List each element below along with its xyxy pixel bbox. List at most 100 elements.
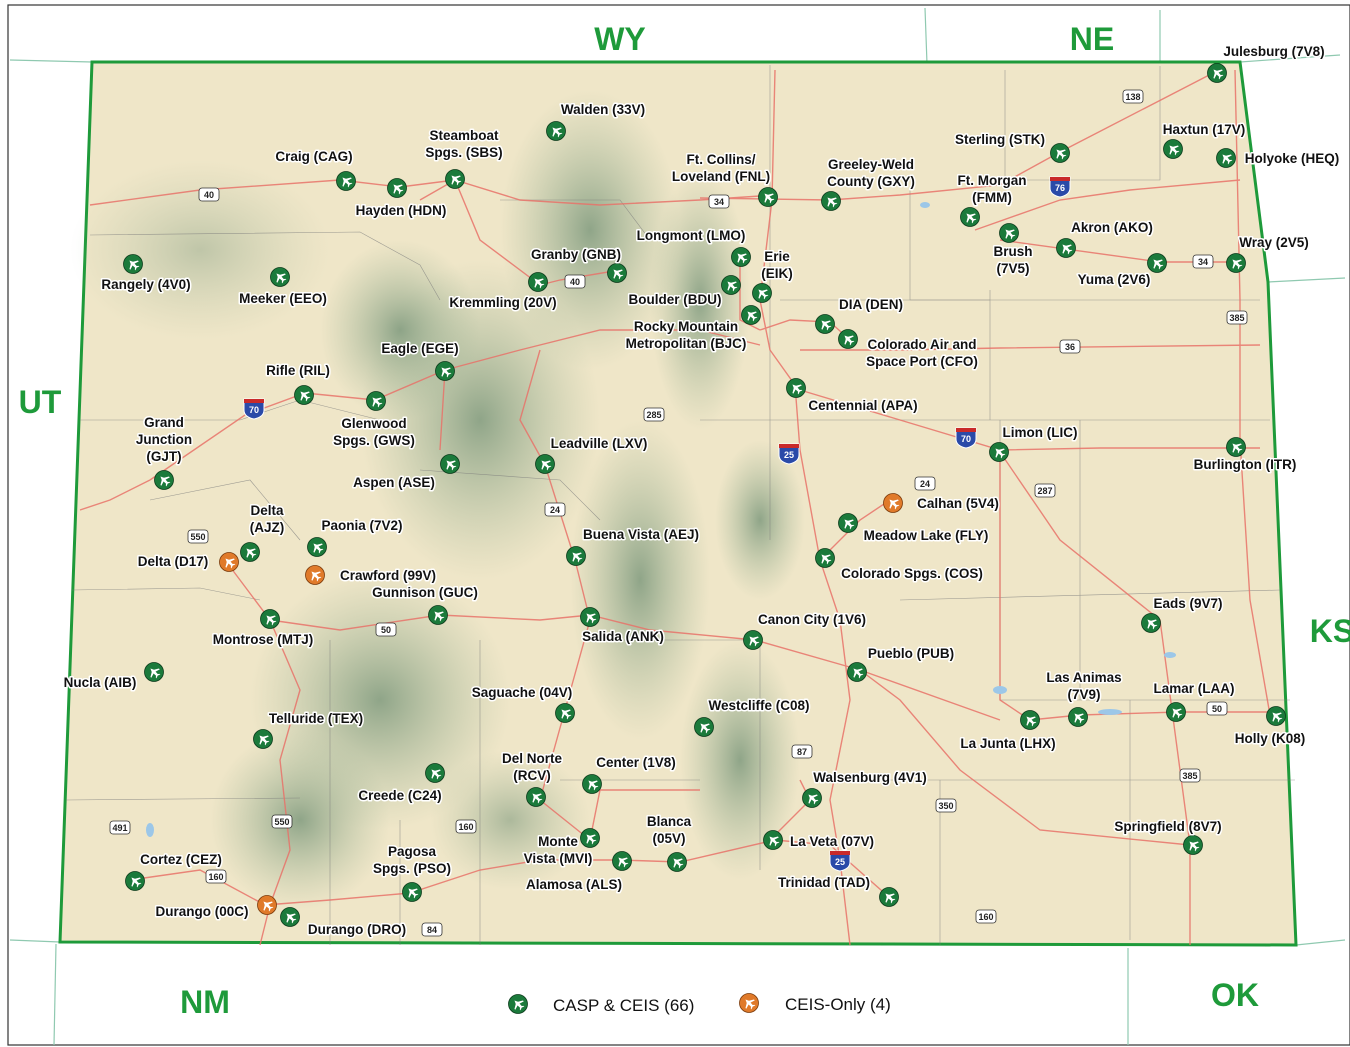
svg-text:70: 70 [961, 434, 971, 444]
airport-marker-creede-c24 [425, 763, 445, 783]
svg-text:24: 24 [920, 479, 930, 489]
airport-label-kremmling-20v: Kremmling (20V) [449, 295, 556, 310]
airport-marker-hayden-hdn [387, 178, 407, 198]
airport-label-sterling-stk: Sterling (STK) [955, 132, 1045, 147]
legend-ceis-label: CEIS-Only (4) [785, 995, 891, 1014]
airport-marker-wray-2v5 [1226, 253, 1246, 273]
us-route-shield-160: 160 [975, 909, 997, 924]
airport-marker-rangely-4v0 [123, 254, 143, 274]
airport-marker-calhan-5v4 [883, 493, 903, 513]
airport-marker-eagle-ege [435, 361, 455, 381]
airport-marker-montrose-mtj [260, 609, 280, 629]
airport-marker-burlington-itr [1226, 437, 1246, 457]
airport-marker-rifle-ril [294, 385, 314, 405]
svg-text:138: 138 [1125, 92, 1140, 102]
airport-label-leadville-lxv: Leadville (LXV) [551, 436, 648, 451]
airport-label-calhan-5v4: Calhan (5V4) [917, 496, 999, 511]
airport-label-westcliffe-c08: Westcliffe (C08) [708, 698, 809, 713]
airport-marker-la-veta-07v [763, 830, 783, 850]
us-route-shield-491: 491 [109, 820, 131, 835]
terrain-relief [70, 90, 805, 910]
airport-label-del-norte-rcv: Del Norte(RCV) [502, 751, 563, 783]
airport-marker-saguache-04v [555, 703, 575, 723]
airport-markers [123, 63, 1286, 927]
airport-label-walsenburg-4v1: Walsenburg (4V1) [813, 770, 927, 785]
airport-label-ft-morgan-fmm: Ft. Morgan(FMM) [958, 173, 1027, 205]
us-route-shield-350: 350 [935, 798, 957, 813]
airport-label-rangely-4v0: Rangely (4V0) [101, 277, 190, 292]
airport-marker-erie-eik [752, 283, 772, 303]
airport-marker-longmont-lmo [731, 247, 751, 267]
airport-label-erie-eik: Erie(EIK) [761, 249, 793, 281]
airport-label-eagle-ege: Eagle (EGE) [381, 341, 458, 356]
airport-label-pueblo-pub: Pueblo (PUB) [868, 646, 954, 661]
airport-label-saguache-04v: Saguache (04V) [472, 685, 573, 700]
airport-marker-buena-vista-aej [566, 546, 586, 566]
airport-marker-meeker-eeo [270, 267, 290, 287]
airport-label-gunnison-guc: Gunnison (GUC) [372, 585, 478, 600]
us-route-shield-40: 40 [198, 187, 220, 202]
airport-label-eads-9v7: Eads (9V7) [1153, 596, 1222, 611]
airport-label-meeker-eeo: Meeker (EEO) [239, 291, 327, 306]
airport-marker-blanca-05v [667, 852, 687, 872]
airport-label-rifle-ril: Rifle (RIL) [266, 363, 330, 378]
airport-label-telluride-tex: Telluride (TEX) [269, 711, 363, 726]
airport-label-holly-k08: Holly (K08) [1235, 731, 1306, 746]
neighbor-state-borders [9, 7, 1346, 1046]
airport-marker-grand-junction-gjt [154, 470, 174, 490]
airport-marker-walsenburg-4v1 [802, 788, 822, 808]
airport-marker-del-norte-rcv [526, 787, 546, 807]
svg-text:491: 491 [112, 823, 127, 833]
svg-text:160: 160 [208, 872, 223, 882]
airport-marker-pagosa-spgs-pso [402, 882, 422, 902]
airport-marker-boulder-bdu [721, 275, 741, 295]
airport-label-aspen-ase: Aspen (ASE) [353, 475, 435, 490]
us-route-shield-84: 84 [421, 922, 443, 937]
us-route-shield-34: 34 [708, 194, 730, 209]
lakes [146, 202, 1176, 837]
interstate-shield-76: 76 [1049, 176, 1071, 198]
airport-marker-springfield-8v7 [1183, 835, 1203, 855]
airport-marker-ft-morgan-fmm [960, 207, 980, 227]
us-route-shield-50: 50 [1206, 701, 1228, 716]
airport-label-centennial-apa: Centennial (APA) [808, 398, 917, 413]
airport-marker-brush-7v5 [999, 223, 1019, 243]
airport-marker-colorado-spgs-cos [815, 548, 835, 568]
airport-marker-canon-city-1v6 [743, 630, 763, 650]
airport-label-nucla-aib: Nucla (AIB) [64, 675, 137, 690]
airport-marker-salida-ank [580, 607, 600, 627]
airport-label-la-junta-lhx: La Junta (LHX) [960, 736, 1055, 751]
us-route-shield-87: 87 [791, 744, 813, 759]
airport-label-granby-gnb: Granby (GNB) [531, 247, 621, 262]
svg-text:285: 285 [646, 410, 661, 420]
airport-marker-holyoke-heq [1216, 148, 1236, 168]
airport-marker-crawford-99v [305, 565, 325, 585]
airport-label-cortez-cez: Cortez (CEZ) [140, 852, 222, 867]
airport-marker-nucla-aib [144, 662, 164, 682]
airport-label-wray-2v5: Wray (2V5) [1239, 235, 1309, 250]
legend-ceis-marker [739, 993, 759, 1013]
us-route-shield-50: 50 [375, 622, 397, 637]
airport-marker-sterling-stk [1050, 143, 1070, 163]
airport-label-burlington-itr: Burlington (ITR) [1194, 457, 1297, 472]
us-route-shield-385: 385 [1179, 768, 1201, 783]
legend-casp-label: CASP & CEIS (66) [553, 996, 694, 1015]
us-route-shield-36: 36 [1059, 339, 1081, 354]
airport-marker-ft-collins-loveland-fnl [758, 187, 778, 207]
airport-marker-delta-ajz [240, 542, 260, 562]
svg-text:550: 550 [190, 532, 205, 542]
airport-marker-akron-ako [1056, 238, 1076, 258]
us-route-shield-285: 285 [643, 407, 665, 422]
airport-label-brush-7v5: Brush(7V5) [993, 244, 1032, 276]
airport-marker-leadville-lxv [535, 454, 555, 474]
airport-marker-durango-00c [257, 895, 277, 915]
interstate-shield-25: 25 [829, 850, 851, 872]
neighbor-state-labels: WY NE UT KS NM OK [19, 21, 1350, 1020]
legend-casp-marker [508, 994, 528, 1014]
svg-text:76: 76 [1055, 183, 1065, 193]
airport-label-limon-lic: Limon (LIC) [1003, 425, 1078, 440]
